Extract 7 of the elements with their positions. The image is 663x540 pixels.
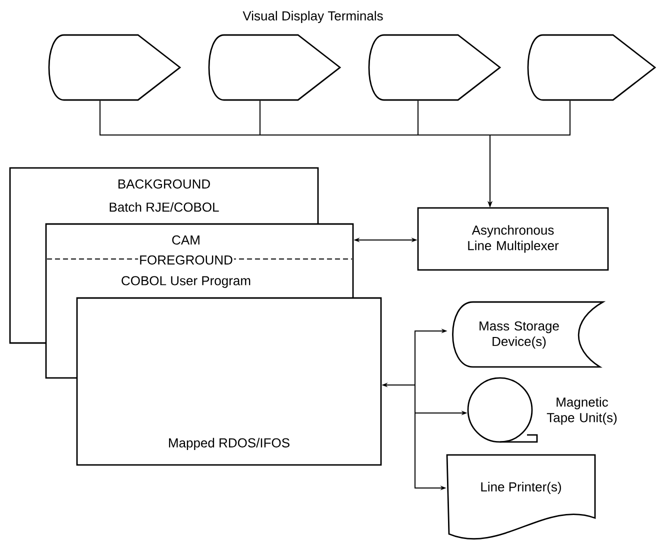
display-terminal xyxy=(48,34,181,101)
multiplexer-box: Asynchronous Line Multiplexer xyxy=(417,207,609,271)
display-terminal xyxy=(527,34,656,101)
title: Visual Display Terminals xyxy=(242,10,383,24)
display-terminal xyxy=(208,34,341,101)
display-terminal xyxy=(368,34,501,101)
program-box: Mapped RDOS/IFOS xyxy=(76,297,382,466)
